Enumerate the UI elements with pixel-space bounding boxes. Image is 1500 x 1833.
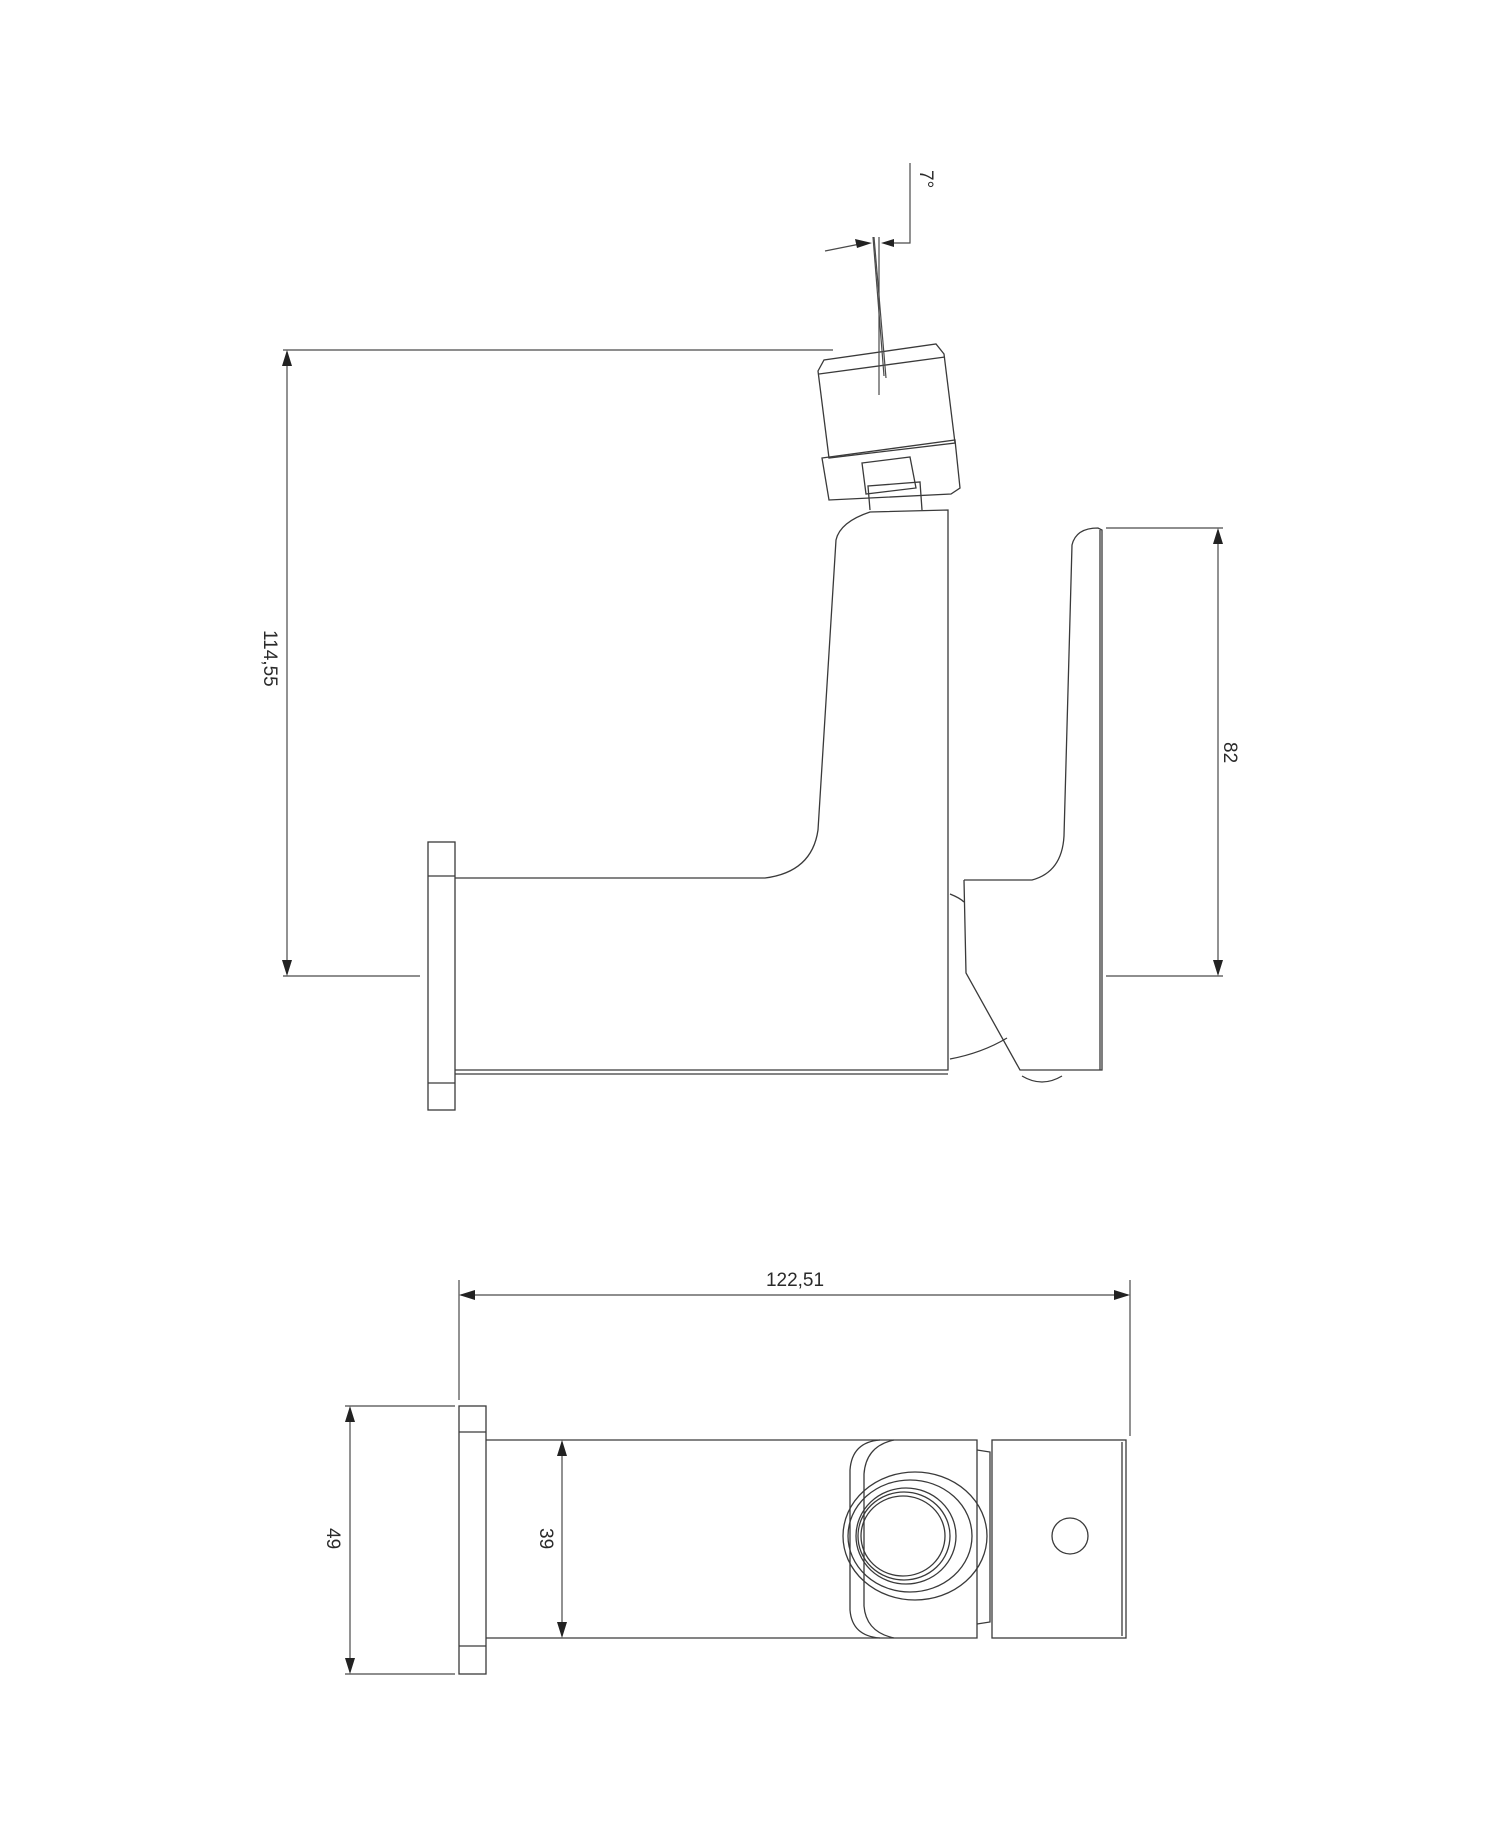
lever-block bbox=[991, 1439, 1127, 1639]
spout-height-dimension: 82 bbox=[1106, 527, 1240, 977]
lever-hole bbox=[1051, 1517, 1089, 1555]
total-height-label: 114,55 bbox=[259, 630, 280, 687]
spout-body bbox=[455, 509, 949, 1071]
wall-flange bbox=[427, 841, 456, 1111]
flange-width-label: 49 bbox=[322, 1528, 343, 1549]
total-length-dimension: 122,51 bbox=[458, 1270, 1131, 1436]
cartridge bbox=[842, 1471, 988, 1601]
total-height-dimension: 114,55 bbox=[259, 349, 833, 977]
body-width-label: 39 bbox=[535, 1528, 556, 1549]
flange-width-dimension: 49 bbox=[322, 1405, 455, 1675]
body-width-dimension: 39 bbox=[535, 1440, 567, 1638]
top-view bbox=[458, 1405, 1127, 1675]
total-length-label: 122,51 bbox=[766, 1270, 824, 1291]
top-flange bbox=[458, 1405, 487, 1675]
side-view bbox=[427, 343, 1103, 1111]
angle-dimension: 7° bbox=[824, 163, 936, 395]
spout-height-label: 82 bbox=[1219, 742, 1240, 763]
angle-label: 7° bbox=[915, 170, 936, 188]
top-body bbox=[486, 1439, 978, 1639]
aerator bbox=[817, 343, 961, 501]
lever-handle bbox=[949, 527, 1103, 1083]
